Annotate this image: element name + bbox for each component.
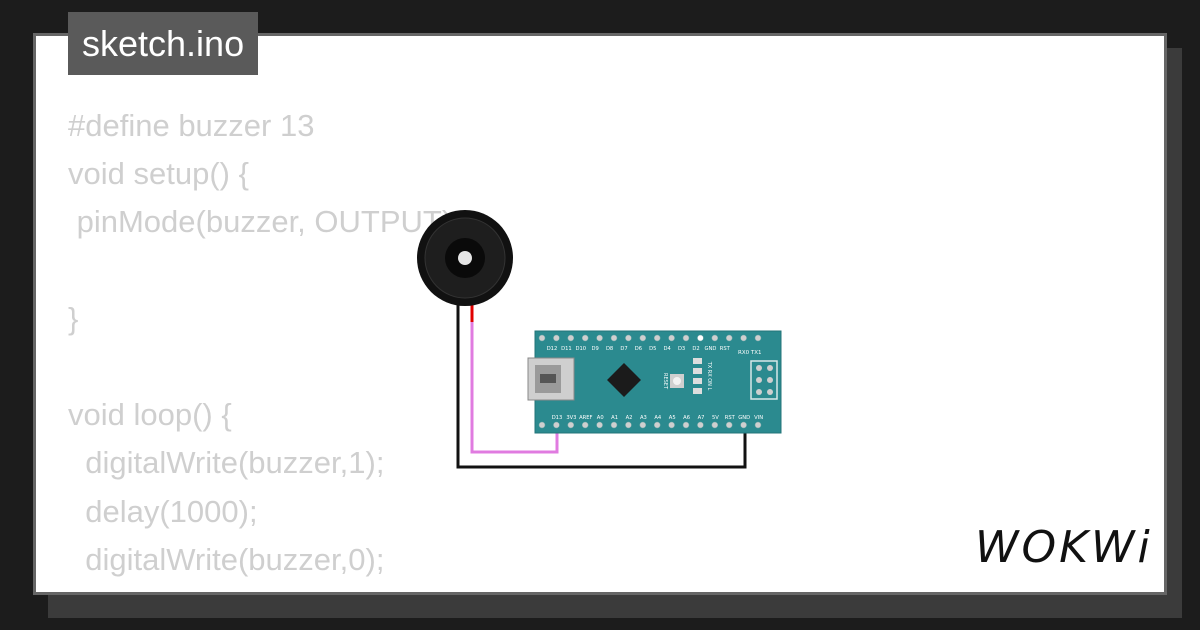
serial-label: RX0 TX1 bbox=[738, 350, 761, 356]
bottom-pin[interactable] bbox=[740, 421, 747, 429]
top-pin-label: D7 bbox=[620, 346, 627, 352]
bottom-pin-label: AREF bbox=[579, 415, 592, 421]
bottom-pin[interactable] bbox=[697, 421, 704, 429]
bottom-pin-label: GND bbox=[738, 415, 750, 421]
top-pin[interactable] bbox=[581, 334, 589, 342]
code-line: void loop() { bbox=[68, 397, 232, 433]
top-pin[interactable] bbox=[725, 334, 733, 342]
icsp-pin bbox=[767, 365, 773, 371]
code-line: #define buzzer 13 bbox=[68, 108, 315, 143]
led-on bbox=[693, 378, 702, 384]
top-pin[interactable] bbox=[538, 334, 546, 342]
bottom-pin-label: A3 bbox=[640, 415, 647, 421]
bottom-pin-label: D13 bbox=[552, 415, 563, 421]
top-pin-label: D5 bbox=[649, 346, 656, 352]
bottom-pin[interactable] bbox=[653, 421, 661, 429]
reset-label: RESET bbox=[662, 373, 668, 390]
code-line: } bbox=[68, 300, 79, 336]
led-rx bbox=[693, 368, 702, 374]
top-pin-label: GND bbox=[704, 346, 716, 352]
top-pin[interactable] bbox=[653, 334, 661, 342]
bottom-pin-label: A2 bbox=[626, 415, 633, 421]
top-pin-label: D10 bbox=[575, 346, 586, 352]
code-line: digitalWrite(buzzer,0); bbox=[68, 541, 385, 577]
icsp-pin bbox=[756, 365, 762, 371]
top-pin-label: D9 bbox=[592, 346, 599, 352]
ground-wire bbox=[456, 300, 747, 469]
bottom-pin-label: A5 bbox=[669, 415, 676, 421]
led-tx bbox=[693, 358, 702, 364]
code-line: void setup() { bbox=[68, 156, 249, 192]
icsp-pin bbox=[756, 377, 762, 383]
code-line: digitalWrite(buzzer,1); bbox=[68, 445, 385, 481]
file-tab[interactable]: sketch.ino bbox=[68, 12, 259, 75]
bottom-pin[interactable] bbox=[668, 421, 675, 429]
top-pin[interactable] bbox=[639, 334, 647, 342]
top-pin[interactable] bbox=[711, 334, 719, 342]
led-labels: TX RX ON L bbox=[706, 361, 712, 391]
bottom-pin[interactable] bbox=[581, 421, 589, 429]
microcontroller-chip bbox=[607, 363, 641, 397]
top-pin-label: D6 bbox=[635, 346, 642, 352]
top-pin-label: D4 bbox=[664, 346, 672, 352]
bottom-pin[interactable] bbox=[625, 421, 632, 429]
top-pin-label: D8 bbox=[606, 346, 613, 352]
top-pin[interactable] bbox=[668, 334, 675, 342]
bottom-pin[interactable] bbox=[567, 421, 575, 429]
bottom-pin[interactable] bbox=[725, 421, 733, 429]
top-pin-label: D2 bbox=[692, 346, 699, 352]
bottom-pin[interactable] bbox=[553, 421, 560, 429]
code-block: #define buzzer 13 void setup() { pinMode(… bbox=[68, 102, 461, 592]
top-pin[interactable] bbox=[754, 334, 762, 342]
bottom-pin-label: 5V bbox=[712, 415, 719, 421]
icsp-pin bbox=[767, 377, 773, 383]
bottom-pin[interactable] bbox=[711, 421, 719, 429]
led-l bbox=[693, 388, 702, 394]
code-line: pinMode(buzzer, OUTPUT); bbox=[68, 204, 461, 240]
bottom-pin[interactable] bbox=[538, 421, 546, 429]
icsp-pin bbox=[756, 389, 762, 395]
bottom-pin-label: A0 bbox=[597, 415, 604, 421]
signal-wire bbox=[470, 300, 559, 454]
top-pin[interactable] bbox=[610, 334, 618, 342]
icsp-pin bbox=[767, 389, 773, 395]
bottom-pin-label: A6 bbox=[683, 415, 690, 421]
bottom-pin-label: RST bbox=[725, 415, 736, 421]
bottom-pin-label: 3V3 bbox=[566, 415, 576, 421]
code-line: delay(1000); bbox=[68, 584, 461, 592]
top-pin-label: D11 bbox=[561, 346, 572, 352]
top-pin[interactable] bbox=[567, 334, 575, 342]
bottom-pin[interactable] bbox=[682, 421, 690, 429]
top-pin[interactable] bbox=[596, 334, 603, 342]
top-pin-label: D3 bbox=[678, 346, 685, 352]
bottom-pin-label: A7 bbox=[698, 415, 705, 421]
buzzer[interactable] bbox=[417, 210, 513, 306]
top-pin[interactable] bbox=[553, 334, 560, 342]
top-pin[interactable] bbox=[625, 334, 632, 342]
bottom-pin[interactable] bbox=[610, 421, 618, 429]
bottom-pin-label: A1 bbox=[611, 415, 618, 421]
icsp-header bbox=[750, 360, 778, 400]
code-line: delay(1000); bbox=[68, 493, 258, 529]
bottom-pin-label: VIN bbox=[754, 415, 763, 421]
bottom-pin[interactable] bbox=[639, 421, 647, 429]
top-pin-label: D12 bbox=[547, 346, 558, 352]
top-pin[interactable] bbox=[682, 334, 690, 342]
bottom-pin[interactable] bbox=[596, 421, 603, 429]
top-pin[interactable] bbox=[740, 334, 747, 342]
top-pin[interactable] bbox=[697, 334, 704, 342]
bottom-pin-label: A4 bbox=[654, 415, 662, 421]
top-pin-label: RST bbox=[720, 346, 731, 352]
bottom-pin[interactable] bbox=[754, 421, 762, 429]
wokwi-logo: WOKWi bbox=[975, 522, 1153, 573]
sketch-card: #define buzzer 13 void setup() { pinMode(… bbox=[33, 33, 1167, 595]
